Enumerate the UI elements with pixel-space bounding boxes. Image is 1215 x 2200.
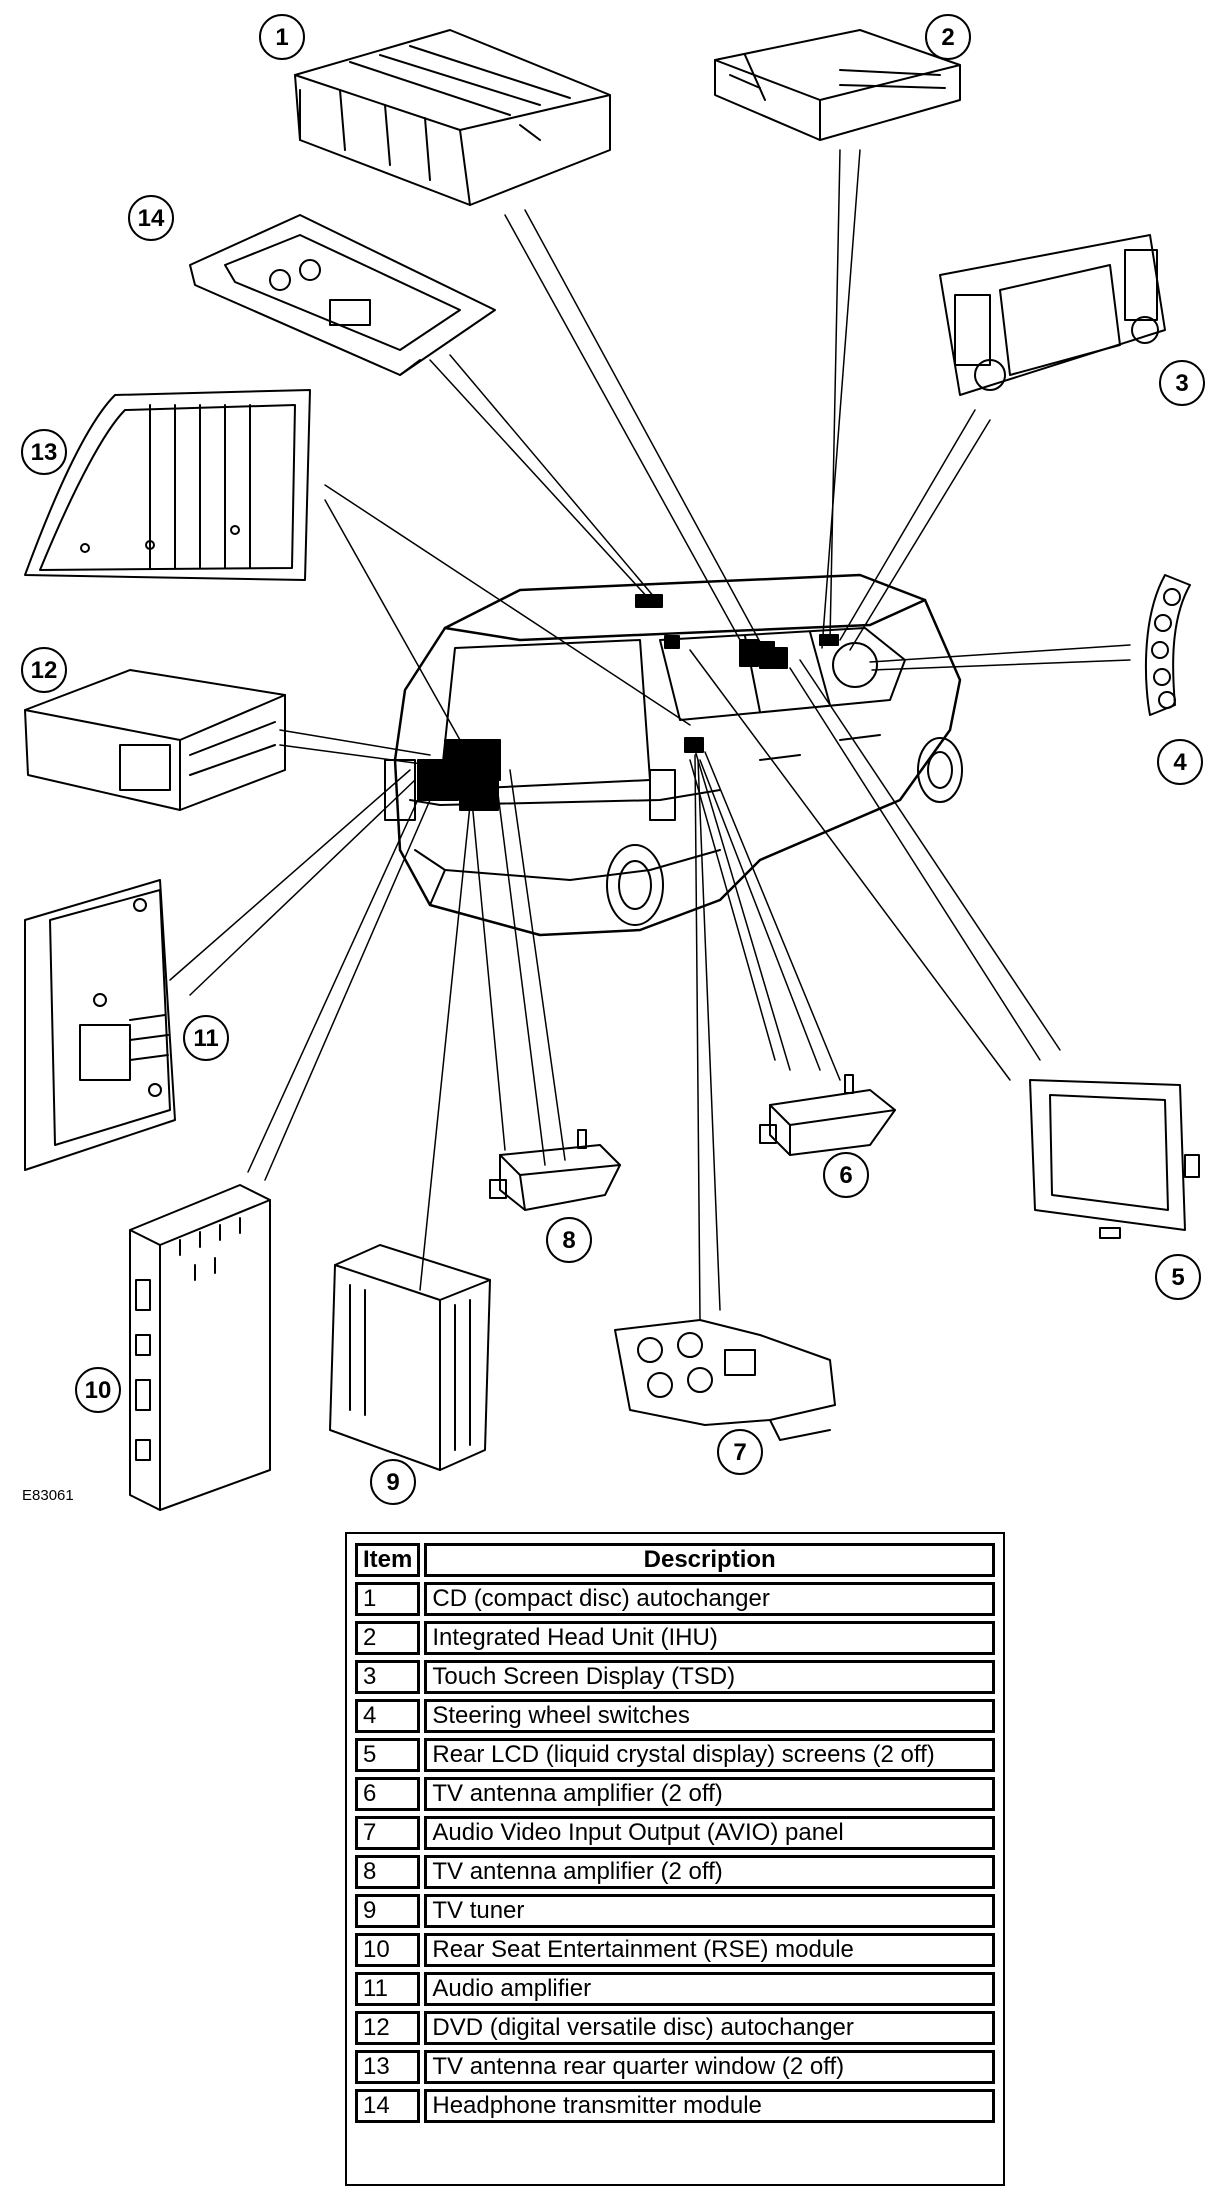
svg-text:7: 7 xyxy=(733,1439,746,1466)
svg-text:9: 9 xyxy=(386,1469,399,1496)
leader-lines xyxy=(169,149,1131,1321)
callout-10: 10 xyxy=(75,1367,121,1413)
tv-tuner-illustration xyxy=(329,1244,491,1471)
item-cell: 2 xyxy=(355,1621,421,1655)
callout-13: 13 xyxy=(21,429,67,475)
description-cell: TV antenna rear quarter window (2 off) xyxy=(424,2050,995,2084)
callout-14: 14 xyxy=(128,195,174,241)
item-cell: 1 xyxy=(355,1582,421,1616)
description-cell: DVD (digital versatile disc) autochanger xyxy=(424,2011,995,2045)
item-cell: 13 xyxy=(355,2050,421,2084)
tv-antenna-amplifier-6-illustration xyxy=(759,1074,896,1156)
integrated-head-unit-illustration xyxy=(714,29,961,141)
svg-text:6: 6 xyxy=(839,1162,852,1189)
svg-text:5: 5 xyxy=(1171,1264,1184,1291)
description-cell: Integrated Head Unit (IHU) xyxy=(424,1621,995,1655)
item-cell: 9 xyxy=(355,1894,421,1928)
item-cell: 4 xyxy=(355,1699,421,1733)
svg-text:8: 8 xyxy=(562,1227,575,1254)
callout-6: 6 xyxy=(823,1152,869,1198)
description-cell: Rear Seat Entertainment (RSE) module xyxy=(424,1933,995,1967)
description-cell: Touch Screen Display (TSD) xyxy=(424,1660,995,1694)
svg-text:14: 14 xyxy=(138,205,165,232)
svg-text:2: 2 xyxy=(941,24,954,51)
callout-11: 11 xyxy=(183,1015,229,1061)
callout-7: 7 xyxy=(717,1429,763,1475)
callout-1: 1 xyxy=(259,14,305,60)
callout-9: 9 xyxy=(370,1459,416,1505)
description-cell: TV tuner xyxy=(424,1894,995,1928)
dvd-autochanger-illustration xyxy=(24,669,286,811)
svg-text:12: 12 xyxy=(31,657,58,684)
item-cell: 8 xyxy=(355,1855,421,1889)
description-cell: Audio amplifier xyxy=(424,1972,995,2006)
rse-module-illustration xyxy=(129,1184,271,1511)
callout-3: 3 xyxy=(1159,360,1205,406)
svg-text:1: 1 xyxy=(275,24,288,51)
description-cell: Steering wheel switches xyxy=(424,1699,995,1733)
item-cell: 6 xyxy=(355,1777,421,1811)
callout-markers: 1 2 3 4 5 6 7 8 9 10 11 12 13 14 xyxy=(21,14,1205,1505)
item-cell: 14 xyxy=(355,2089,421,2123)
svg-text:11: 11 xyxy=(193,1025,218,1052)
steering-wheel-switches-illustration xyxy=(1144,574,1191,716)
item-cell: 12 xyxy=(355,2011,421,2045)
description-cell: TV antenna amplifier (2 off) xyxy=(424,1777,995,1811)
callout-8: 8 xyxy=(546,1217,592,1263)
callout-4: 4 xyxy=(1157,739,1203,785)
figure-code: E83061 xyxy=(22,1487,74,1504)
item-cell: 10 xyxy=(355,1933,421,1967)
column-header-description: Description xyxy=(424,1543,995,1577)
description-cell: Headphone transmitter module xyxy=(424,2089,995,2123)
headphone-transmitter-illustration xyxy=(189,214,496,376)
callout-5: 5 xyxy=(1155,1254,1201,1300)
vehicle-illustration xyxy=(384,573,963,937)
tv-antenna-window-illustration xyxy=(24,389,311,581)
audio-amplifier-illustration xyxy=(24,879,176,1171)
item-cell: 11 xyxy=(355,1972,421,2006)
cd-autochanger-illustration xyxy=(294,29,611,206)
column-header-item: Item xyxy=(355,1543,421,1577)
component-location-diagram: 1 2 3 4 5 6 7 8 9 10 11 12 13 14 E83061 xyxy=(21,14,1205,1511)
item-cell: 5 xyxy=(355,1738,421,1772)
rear-lcd-screen-illustration xyxy=(1029,1079,1200,1239)
description-cell: Rear LCD (liquid crystal display) screen… xyxy=(424,1738,995,1772)
description-cell: TV antenna amplifier (2 off) xyxy=(424,1855,995,1889)
svg-text:3: 3 xyxy=(1175,370,1188,397)
svg-text:13: 13 xyxy=(31,439,58,466)
tv-antenna-amplifier-8-illustration xyxy=(489,1129,621,1211)
item-cell: 7 xyxy=(355,1816,421,1850)
item-cell: 3 xyxy=(355,1660,421,1694)
description-cell: CD (compact disc) autochanger xyxy=(424,1582,995,1616)
callout-12: 12 xyxy=(21,647,67,693)
callout-2: 2 xyxy=(925,14,971,60)
table-header-row: Item Description xyxy=(355,1543,995,1577)
touch-screen-display-illustration xyxy=(939,234,1166,396)
svg-text:10: 10 xyxy=(85,1377,112,1404)
description-cell: Audio Video Input Output (AVIO) panel xyxy=(424,1816,995,1850)
svg-text:4: 4 xyxy=(1173,749,1187,776)
avio-panel-illustration xyxy=(614,1319,836,1441)
